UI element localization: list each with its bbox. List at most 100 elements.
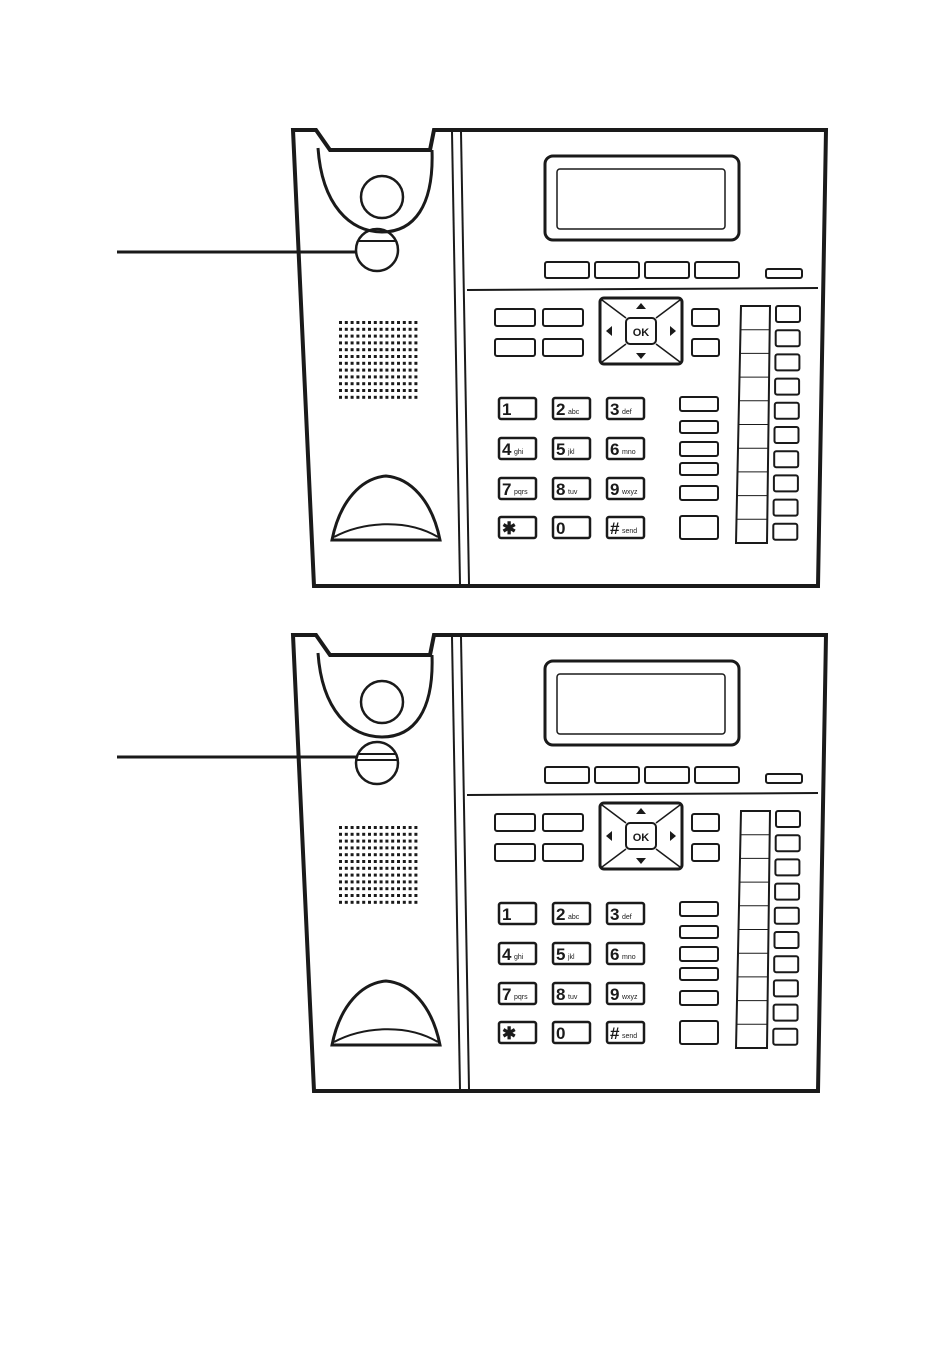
grille-dot bbox=[362, 853, 365, 856]
grille-dot bbox=[351, 860, 354, 863]
function-key[interactable] bbox=[680, 516, 718, 539]
keypad-key[interactable]: 1 bbox=[499, 903, 536, 924]
keypad-key[interactable]: #send bbox=[607, 517, 644, 538]
soft-key[interactable] bbox=[595, 767, 639, 783]
programmable-key[interactable] bbox=[773, 524, 797, 540]
function-key[interactable] bbox=[680, 947, 718, 961]
function-key[interactable] bbox=[680, 926, 718, 938]
keypad-key[interactable]: 0 bbox=[553, 517, 590, 538]
function-key[interactable] bbox=[680, 968, 718, 980]
function-key[interactable] bbox=[680, 463, 718, 475]
programmable-key[interactable] bbox=[776, 835, 800, 851]
soft-key[interactable] bbox=[545, 262, 589, 278]
keypad-key[interactable]: 0 bbox=[553, 1022, 590, 1043]
nav-up-arrow-icon[interactable] bbox=[636, 303, 646, 309]
function-key[interactable] bbox=[543, 309, 583, 326]
nav-left-arrow-icon[interactable] bbox=[606, 326, 612, 336]
programmable-key[interactable] bbox=[775, 354, 799, 370]
function-key[interactable] bbox=[495, 309, 535, 326]
function-key[interactable] bbox=[692, 309, 719, 326]
function-key[interactable] bbox=[680, 902, 718, 916]
programmable-key[interactable] bbox=[775, 403, 799, 419]
function-key[interactable] bbox=[680, 421, 718, 433]
programmable-key[interactable] bbox=[775, 379, 799, 395]
grille-dot bbox=[356, 362, 359, 365]
programmable-key[interactable] bbox=[775, 884, 799, 900]
soft-key[interactable] bbox=[595, 262, 639, 278]
function-key[interactable] bbox=[680, 442, 718, 456]
function-key[interactable] bbox=[543, 814, 583, 831]
grille-dot bbox=[339, 369, 342, 372]
keypad-letters: def bbox=[622, 914, 632, 921]
function-key[interactable] bbox=[543, 339, 583, 356]
function-key[interactable] bbox=[680, 486, 718, 500]
function-key[interactable] bbox=[680, 397, 718, 411]
programmable-key[interactable] bbox=[776, 330, 800, 346]
programmable-key[interactable] bbox=[776, 306, 800, 322]
function-key[interactable] bbox=[680, 991, 718, 1005]
keypad-key[interactable]: 1 bbox=[499, 398, 536, 419]
keypad-key[interactable]: ✱ bbox=[499, 1022, 536, 1043]
programmable-key[interactable] bbox=[774, 1005, 798, 1021]
programmable-key[interactable] bbox=[775, 859, 799, 875]
keypad-key[interactable]: ✱ bbox=[499, 517, 536, 538]
grille-dot bbox=[362, 389, 365, 392]
keypad-letters: pqrs bbox=[514, 994, 528, 1001]
nav-down-arrow-icon[interactable] bbox=[636, 353, 646, 359]
function-key[interactable] bbox=[692, 814, 719, 831]
programmable-key[interactable] bbox=[776, 811, 800, 827]
nav-up-arrow-icon[interactable] bbox=[636, 808, 646, 814]
soft-key[interactable] bbox=[545, 767, 589, 783]
keypad-key[interactable]: #send bbox=[607, 1022, 644, 1043]
grille-dot bbox=[362, 867, 365, 870]
grille-dot bbox=[414, 362, 417, 365]
function-key[interactable] bbox=[692, 339, 719, 356]
function-key[interactable] bbox=[495, 339, 535, 356]
function-key[interactable] bbox=[692, 844, 719, 861]
hook-switch[interactable] bbox=[356, 229, 398, 271]
grille-dot bbox=[391, 375, 394, 378]
soft-key[interactable] bbox=[645, 262, 689, 278]
programmable-key[interactable] bbox=[775, 932, 799, 948]
grille-dot bbox=[385, 840, 388, 843]
function-key[interactable] bbox=[495, 844, 535, 861]
programmable-key[interactable] bbox=[775, 427, 799, 443]
soft-key[interactable] bbox=[695, 767, 739, 783]
grille-dot bbox=[409, 355, 412, 358]
nav-down-arrow-icon[interactable] bbox=[636, 858, 646, 864]
programmable-key[interactable] bbox=[774, 956, 798, 972]
soft-key[interactable] bbox=[695, 262, 739, 278]
programmable-key[interactable] bbox=[774, 500, 798, 516]
programmable-key[interactable] bbox=[774, 980, 798, 996]
programmable-key[interactable] bbox=[775, 908, 799, 924]
function-key[interactable] bbox=[495, 814, 535, 831]
grille-dot bbox=[374, 355, 377, 358]
function-key[interactable] bbox=[680, 1021, 718, 1044]
programmable-key[interactable] bbox=[774, 475, 798, 491]
programmable-key[interactable] bbox=[773, 1029, 797, 1045]
hook-switch[interactable] bbox=[356, 742, 398, 784]
function-key[interactable] bbox=[543, 844, 583, 861]
programmable-key[interactable] bbox=[774, 451, 798, 467]
nav-right-arrow-icon[interactable] bbox=[670, 831, 676, 841]
nav-left-arrow-icon[interactable] bbox=[606, 831, 612, 841]
nav-right-arrow-icon[interactable] bbox=[670, 326, 676, 336]
grille-dot bbox=[362, 894, 365, 897]
soft-key[interactable] bbox=[645, 767, 689, 783]
